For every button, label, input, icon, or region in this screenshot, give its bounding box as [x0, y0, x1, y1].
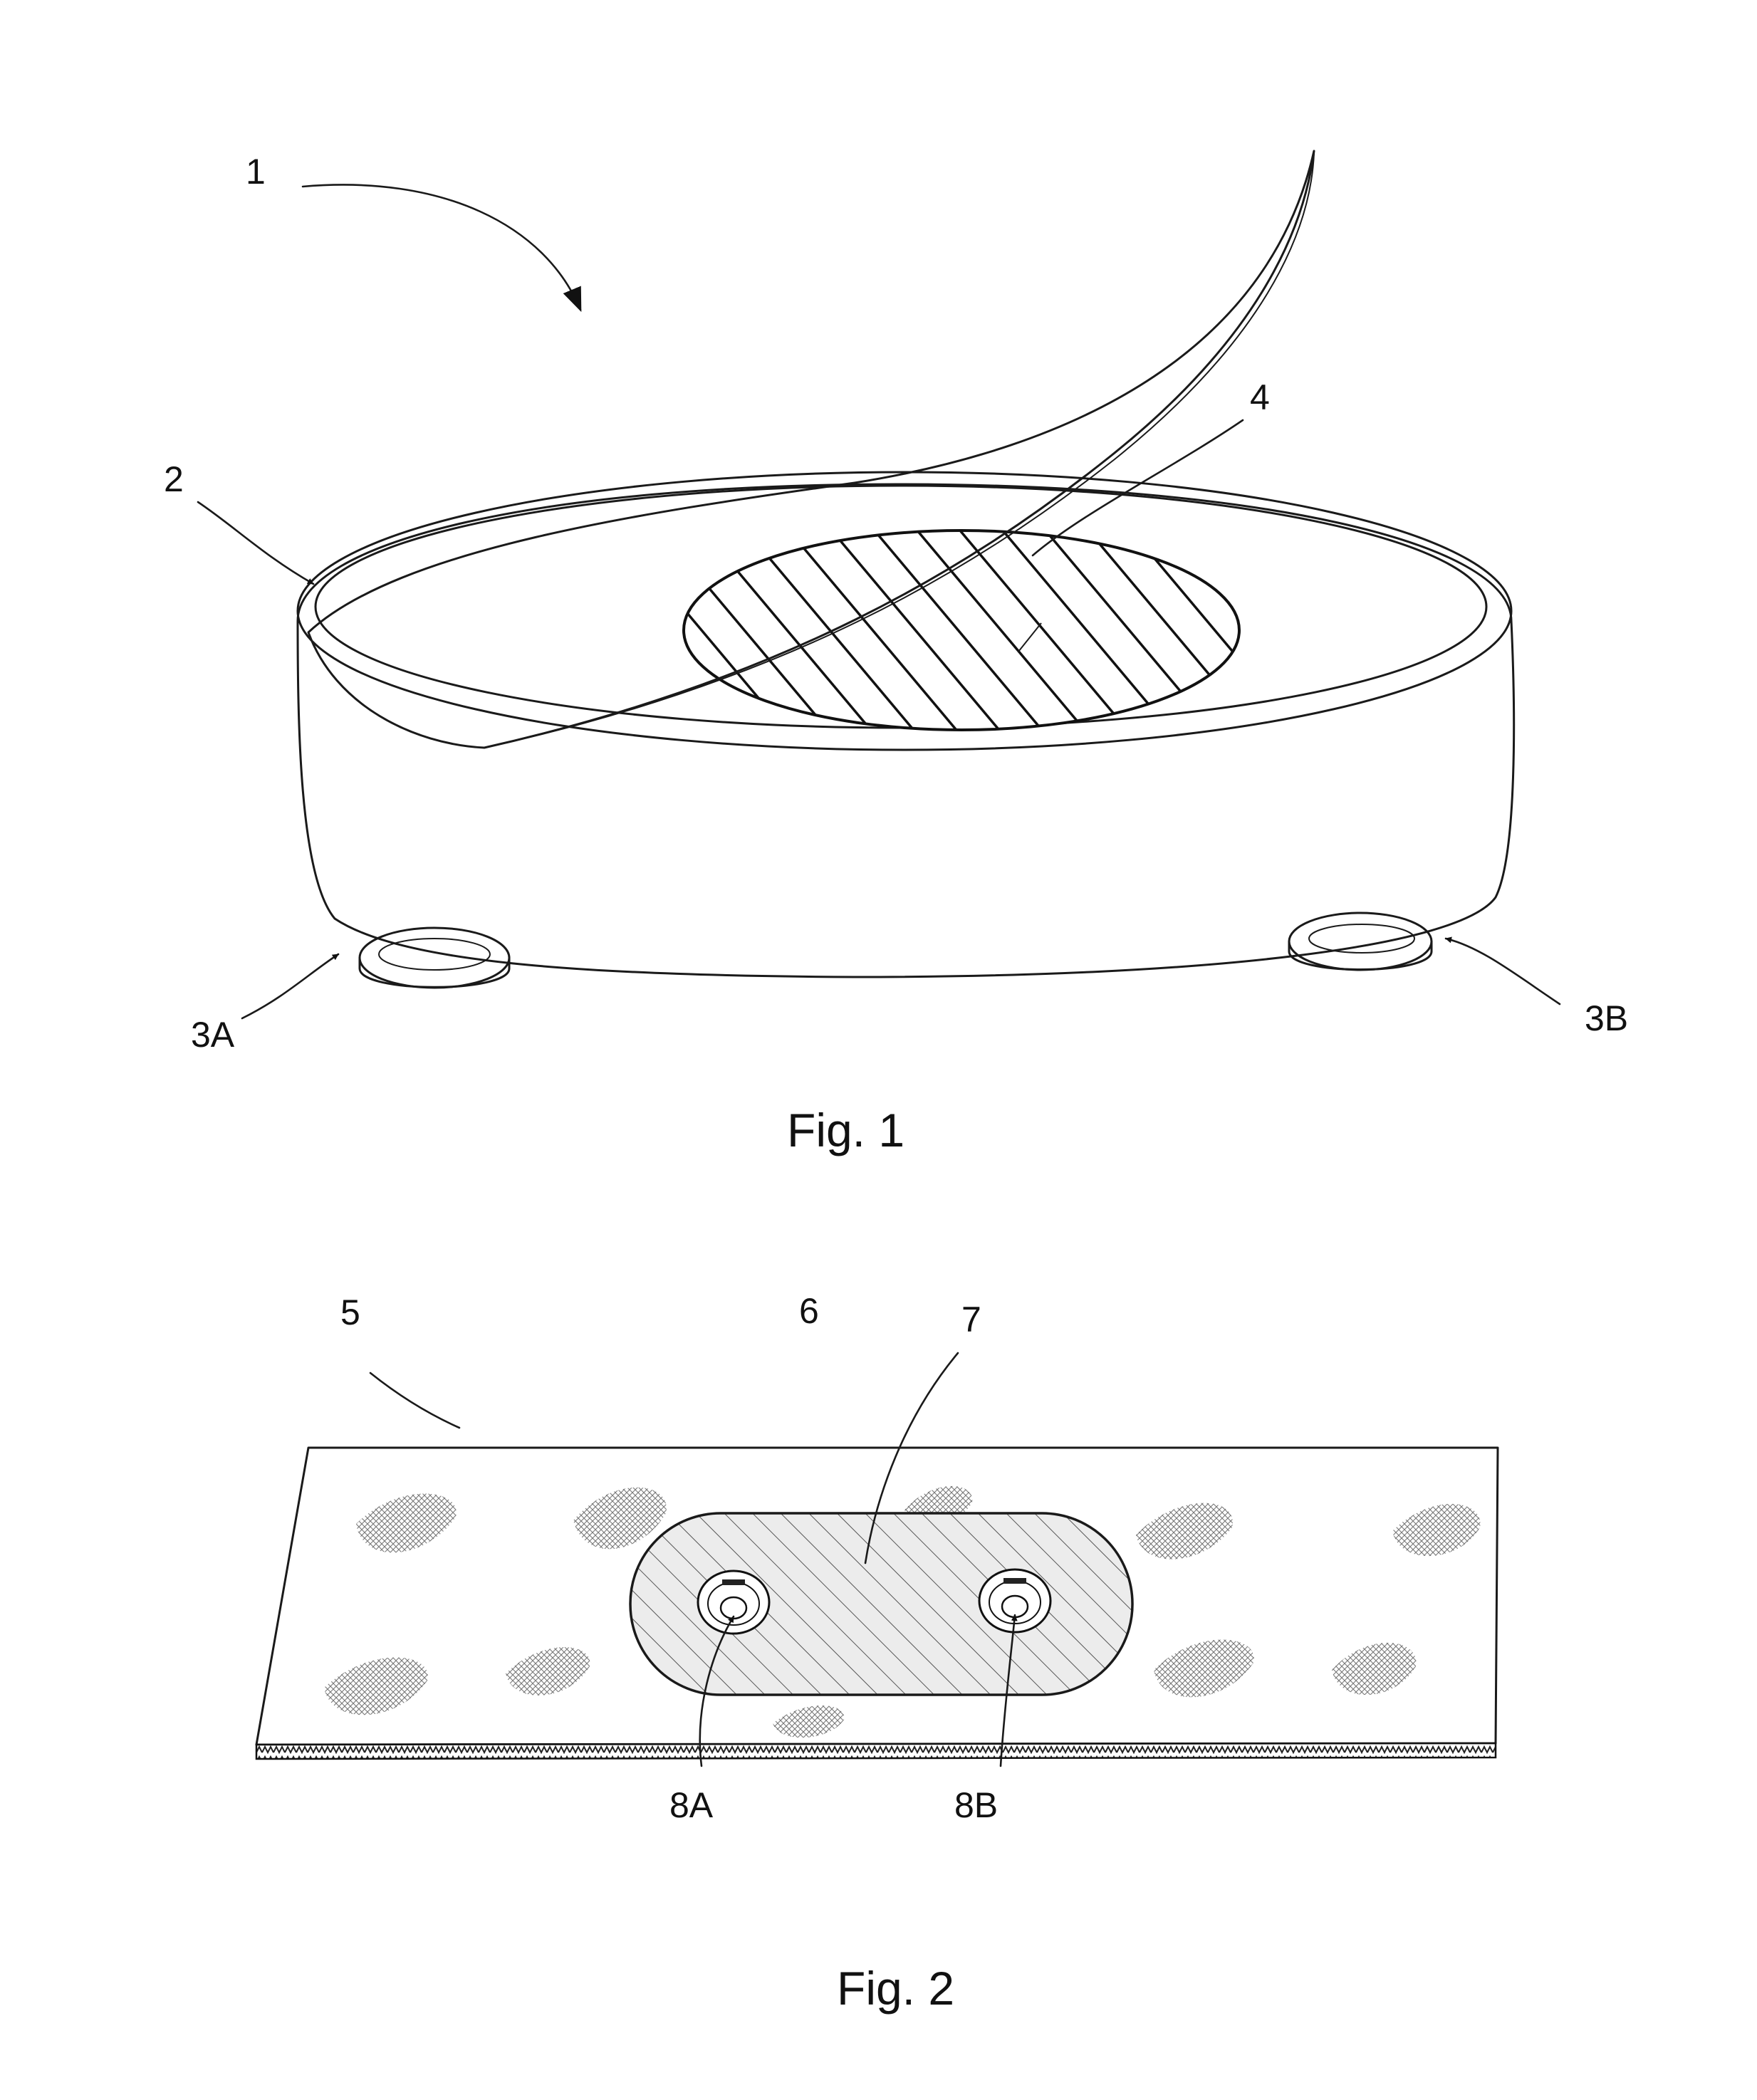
ref-contact-right: 8B — [954, 1785, 998, 1825]
contact-8a — [698, 1571, 769, 1634]
ref-sensor-area: 4 — [1250, 377, 1270, 417]
ref-foot-left: 3A — [191, 1015, 235, 1055]
ref-housing: 2 — [164, 459, 184, 499]
ref-electrode-pad: 7 — [961, 1300, 981, 1339]
figure-1: 1 2 4 3A 3B Fig. 1 — [164, 151, 1628, 1156]
ref-device: 1 — [246, 152, 266, 192]
foot-3a — [360, 928, 509, 988]
ref-foot-right: 3B — [1585, 998, 1628, 1038]
caption-fig-1: Fig. 1 — [787, 1104, 904, 1156]
housing-leader — [198, 502, 313, 584]
foot-3b — [1289, 913, 1432, 970]
ref-contact-left: 8A — [669, 1785, 714, 1825]
patch-leader — [370, 1373, 459, 1428]
figure-2: 5 6 7 8A 8B Fig. 2 — [256, 1291, 1498, 2015]
device-leader-arrow — [303, 184, 580, 310]
ref-patch: 5 — [340, 1292, 360, 1332]
foot-3b-leader — [1446, 939, 1560, 1004]
patch-edge-layer — [256, 1743, 1496, 1759]
caption-fig-2: Fig. 2 — [837, 1962, 954, 2015]
foot-3a-leader — [242, 954, 338, 1018]
ref-backing: 6 — [799, 1291, 819, 1331]
